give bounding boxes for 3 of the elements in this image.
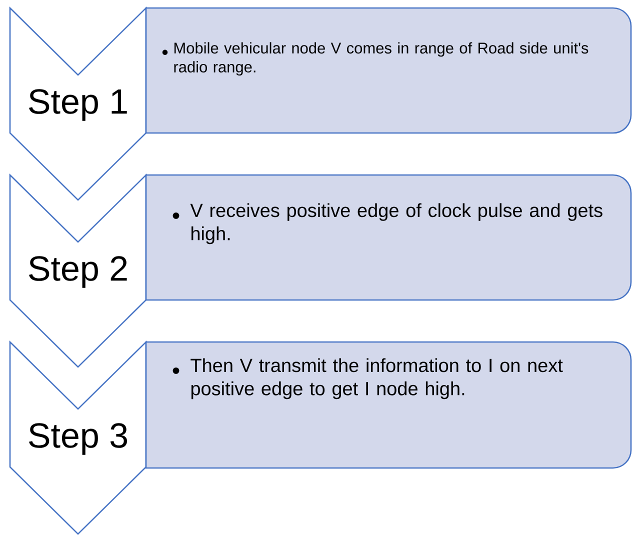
text-box: Mobile vehicular node V comes in range of Road side unit's radio range.	[145, 7, 632, 134]
text-box: Then V transmit the information to I on next positive edge to get I node high.	[145, 341, 632, 469]
text-box: V receives positive edge of clock pulse and gets high.	[145, 174, 632, 301]
